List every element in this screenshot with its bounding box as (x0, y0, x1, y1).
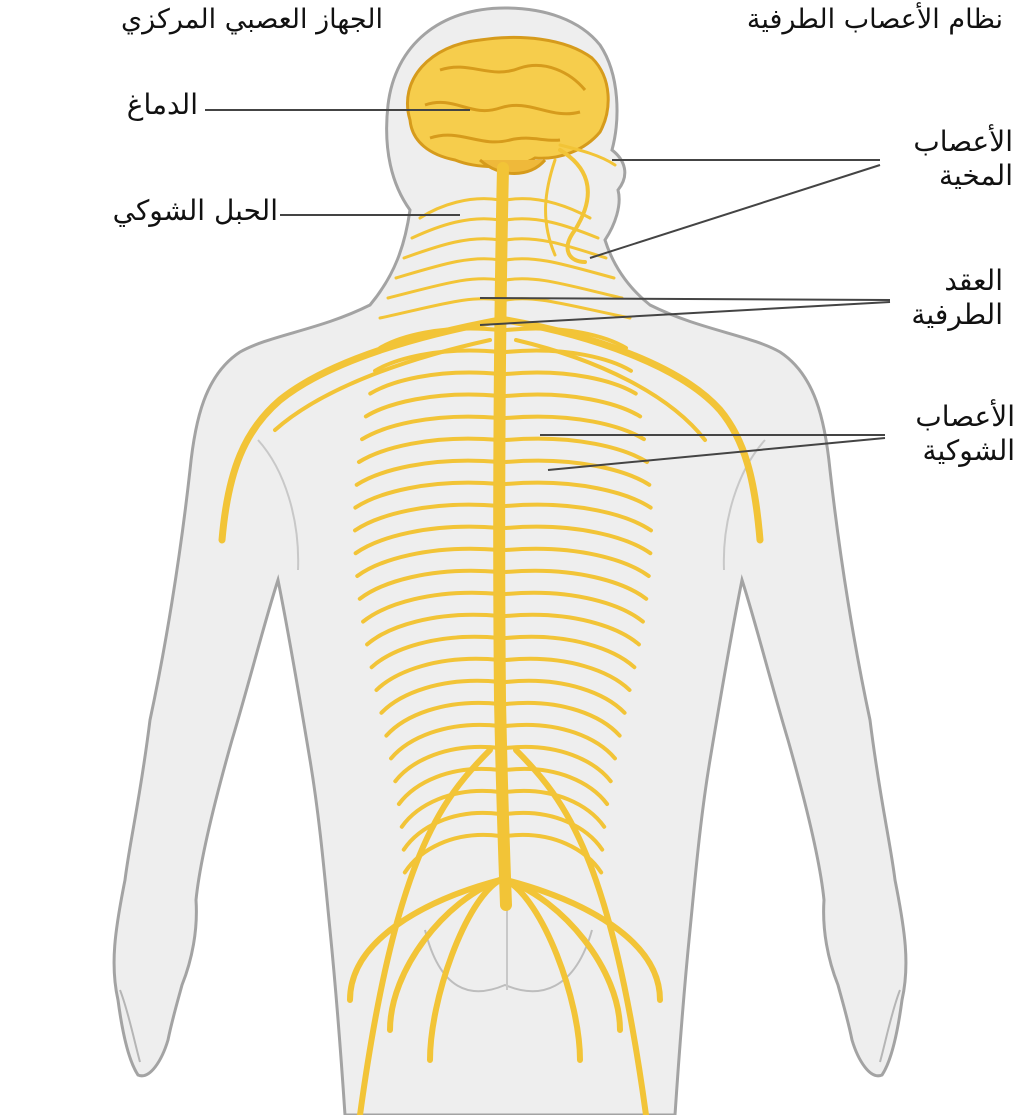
spinal-nerve-left (360, 414, 502, 442)
neck-nerve-right (504, 277, 624, 300)
spinal-nerve-right (504, 568, 649, 601)
spinal-nerve-left (355, 546, 502, 578)
leg-nerve-left (387, 877, 503, 1033)
spinal-nerve-right (504, 348, 633, 373)
sciatic-nerve-right (513, 747, 649, 1115)
spinal-nerve-left (399, 788, 502, 829)
cns-header: الجهاز العصبي المركزي (121, 4, 383, 35)
spinal-nerve-left (384, 700, 502, 738)
leader-ganglia-1 (479, 297, 891, 301)
spinal-nerve-left (361, 590, 502, 624)
arm-nerve-right (502, 316, 764, 544)
leader-spinal-nerves-2 (547, 437, 886, 471)
spinal-nerve-right (504, 524, 653, 556)
spinal-nerve-right (504, 436, 650, 464)
brain-icon (406, 35, 610, 175)
spinal-nerve-right (504, 634, 637, 670)
spinal-nerve-left (354, 458, 502, 487)
spinal-nerve-right (504, 700, 622, 738)
spinal-nerve-left (379, 678, 502, 715)
leader-ganglia-2 (479, 301, 891, 326)
brain-fold (439, 63, 587, 91)
label-cranial-nerves-line2: المخية (938, 158, 1013, 192)
spinal-nerve-right (504, 370, 638, 396)
spinal-nerve-right (504, 810, 605, 852)
leg-nerve-left (427, 877, 503, 1063)
spinal-nerve-left (396, 766, 502, 806)
spinal-nerve-left (353, 480, 502, 510)
shoulder-shading (257, 439, 300, 571)
neck-nerve-right (504, 217, 600, 240)
label-cranial-nerves-line1: الأعصاب (913, 125, 1013, 158)
spinal-nerve-right (504, 590, 645, 624)
label-spinal-nerves-line2: الشوكية (922, 433, 1015, 467)
spinal-nerve-left (365, 612, 502, 647)
sciatic-nerve-left (357, 747, 493, 1115)
pns-header: نظام الأعصاب الطرفية (746, 4, 1003, 35)
buttock-line (424, 929, 593, 993)
spinal-nerve-right (504, 766, 610, 806)
cerebellum (478, 158, 547, 175)
cranial-nerve (544, 158, 557, 257)
hand-right (879, 989, 901, 1063)
neck-nerve-left (386, 277, 502, 300)
spinal-nerve-left (389, 722, 502, 761)
spinal-nerve-left (401, 810, 502, 852)
spinal-nerve-left (402, 833, 502, 875)
neck-nerve-left (394, 257, 502, 280)
hand-left (119, 989, 141, 1063)
spinal-nerve-left (356, 436, 502, 464)
label-cranial-nerves: الأعصاب المخية (913, 125, 1013, 192)
spinal-nerve-right (504, 502, 653, 533)
spinal-nerve-left (353, 502, 502, 533)
nerve-network (218, 143, 764, 1115)
spinal-nerve-left (369, 634, 502, 670)
spinal-nerve-right (504, 722, 617, 761)
brain-fold (424, 100, 581, 116)
spinal-nerve-left (393, 744, 502, 784)
spinal-nerve-left (374, 656, 502, 692)
spinal-nerve-left (373, 348, 502, 373)
spine-icon (493, 162, 512, 911)
spinal-nerve-right (504, 392, 643, 419)
arm-nerve-left (218, 316, 504, 544)
neck-nerve-left (402, 237, 502, 260)
brain-fold (429, 133, 561, 144)
label-ganglia-line1: العقد (944, 264, 1003, 297)
cranial-nerve (558, 148, 590, 264)
spinal-nerve-right (504, 678, 627, 715)
spinal-nerve-left (363, 392, 502, 419)
spinal-nerve-right (504, 612, 641, 647)
spinal-nerve-left (368, 370, 502, 396)
label-spinal-nerves-line1: الأعصاب (915, 400, 1015, 433)
label-brain: الدماغ (126, 88, 198, 121)
spinal-nerve-right (504, 744, 613, 784)
cranial-nerve (558, 143, 617, 167)
leg-nerve-right (503, 877, 583, 1063)
leader-cranial-2 (589, 164, 881, 259)
spinal-nerve-left (357, 568, 502, 601)
spinal-nerve-right (504, 480, 653, 510)
arm-nerve-right (514, 338, 707, 442)
spinal-nerve-left (353, 524, 502, 556)
neck-nerve-left (410, 217, 502, 240)
spinal-nerve-right (504, 546, 651, 578)
leg-nerve-right (503, 877, 623, 1033)
neck-nerve-right (504, 257, 616, 280)
spinal-nerve-right (504, 788, 607, 829)
arm-nerve-left (273, 338, 492, 432)
neck-nerve-right (504, 237, 608, 260)
label-ganglia: العقد الطرفية (911, 264, 1003, 331)
spinal-nerve-right (504, 326, 628, 350)
label-spinal-cord: الحبل الشوكي (112, 194, 278, 227)
label-spinal-nerves: الأعصاب الشوكية (915, 400, 1015, 467)
spinal-nerve-right (504, 833, 604, 875)
leader-lines (205, 109, 891, 471)
label-ganglia-line2: الطرفية (911, 297, 1003, 331)
spinal-nerve-right (504, 656, 632, 692)
